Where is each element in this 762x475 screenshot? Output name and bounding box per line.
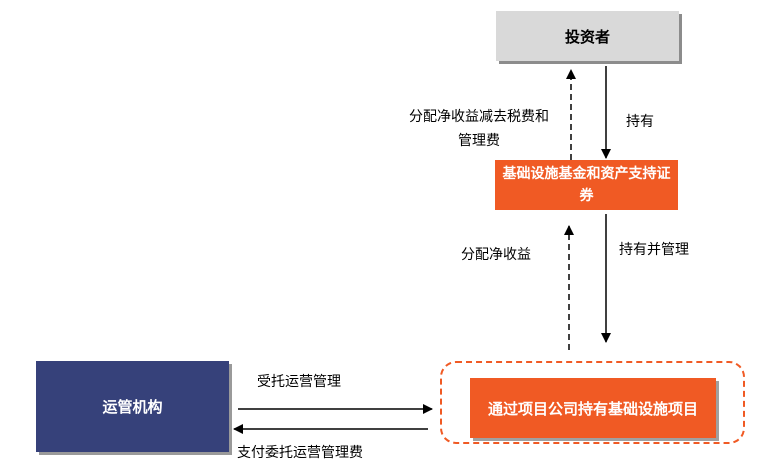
project-label: 通过项目公司持有基础设施项目 [487, 399, 698, 418]
edge-label-distribute-after-fees: 分配净收益减去税费和 管理费 [393, 105, 565, 153]
edge-label-entrusted-operation: 受托运营管理 [257, 374, 341, 390]
operator-node: 运管机构 [36, 361, 229, 452]
project-dashed-frame [440, 361, 745, 444]
operator-label: 运管机构 [102, 398, 163, 416]
fund-label: 基础设施基金和资产支持证券 [502, 166, 671, 204]
edge-label-line-2: 管理费 [458, 133, 500, 149]
edge-label-hold-and-manage: 持有并管理 [619, 242, 689, 258]
investor-node: 投资者 [496, 11, 679, 61]
edge-label-hold: 持有 [626, 114, 654, 130]
project-node: 通过项目公司持有基础设施项目 [470, 378, 716, 438]
fund-node: 基础设施基金和资产支持证券 [495, 160, 678, 210]
investor-label: 投资者 [564, 27, 610, 46]
edge-label-line-1: 分配净收益减去税费和 [409, 109, 549, 125]
edge-label-pay-fee: 支付委托运营管理费 [237, 445, 363, 461]
edge-label-distribute-net: 分配净收益 [461, 247, 531, 263]
